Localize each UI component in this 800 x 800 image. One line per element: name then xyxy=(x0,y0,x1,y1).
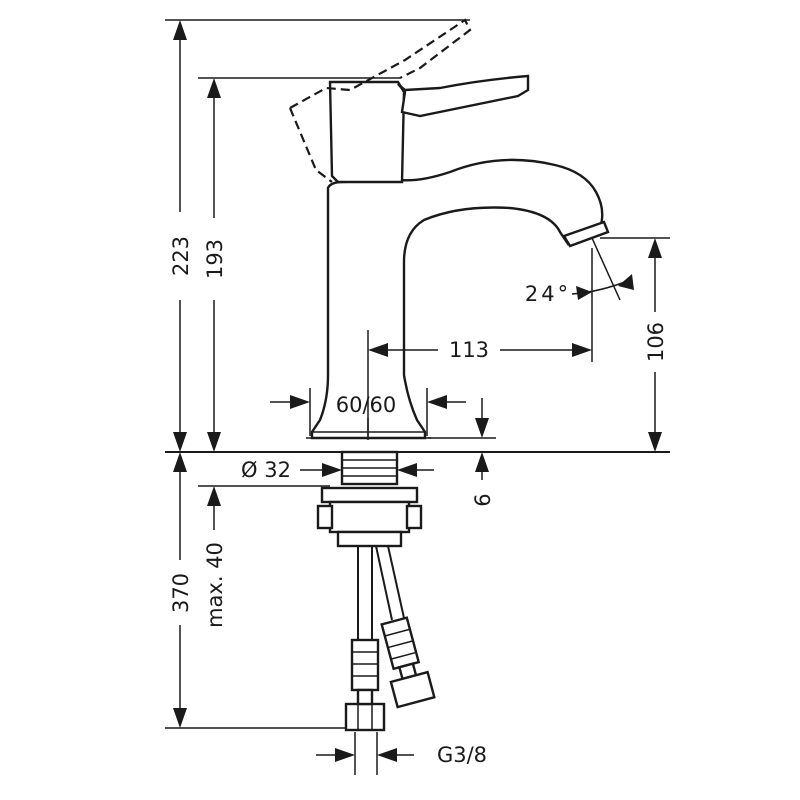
dimension-lines xyxy=(165,19,670,775)
angle-ray xyxy=(591,237,621,301)
hose-crimp-2 xyxy=(380,616,421,671)
nut-wing-left xyxy=(316,504,334,530)
dimension-labels: 223 193 113 24° 106 60/60 Ø 32 6 370 max… xyxy=(169,236,668,767)
label-g3-8: G3/8 xyxy=(437,743,487,767)
arrow-223-top xyxy=(173,20,187,40)
nut-wing-right xyxy=(405,504,423,530)
hex-nut-2 xyxy=(389,670,436,709)
faucet-body xyxy=(288,18,610,440)
label-370: 370 xyxy=(169,573,193,613)
arrow-max40 xyxy=(207,486,221,506)
hose2-left-edge xyxy=(375,545,393,621)
lever-raised-base xyxy=(288,107,333,183)
arrow-6060-left xyxy=(290,395,310,409)
arrow-angle-right xyxy=(618,274,634,290)
arrow-106-bottom xyxy=(648,432,662,452)
mounting-nut xyxy=(328,500,411,534)
arrow-113-right xyxy=(572,343,592,357)
arrow-193-bottom xyxy=(207,432,221,452)
label-113: 113 xyxy=(449,338,489,362)
lever-raised-position xyxy=(289,18,472,109)
label-24-deg: 24° xyxy=(525,282,571,306)
mounting-assembly xyxy=(316,450,436,732)
arrow-370-top xyxy=(173,452,187,472)
arrow-g38-left xyxy=(335,748,355,762)
label-max-40: max. 40 xyxy=(203,542,227,628)
crimp2-ring-b xyxy=(387,640,414,649)
label-106: 106 xyxy=(644,322,668,362)
arrow-370-bottom xyxy=(173,708,187,728)
arrow-angle-left xyxy=(576,286,592,300)
arrow-6-top xyxy=(475,418,489,438)
arrow-32-right xyxy=(397,463,417,477)
arrow-106-top xyxy=(648,238,662,258)
arrow-6-bottom xyxy=(475,452,489,472)
mounting-washer xyxy=(320,486,419,504)
handle-lever xyxy=(397,74,530,118)
aerator-tip xyxy=(562,220,610,248)
hose2-right-edge xyxy=(387,545,405,619)
shank-end xyxy=(336,530,403,548)
arrow-223-bottom xyxy=(173,432,187,452)
label-6: 6 xyxy=(471,493,495,506)
label-223: 223 xyxy=(169,236,193,276)
label-60-60: 60/60 xyxy=(336,393,397,417)
label-diameter-32: Ø 32 xyxy=(241,458,291,482)
handle-block xyxy=(328,80,406,184)
hex1-neck xyxy=(356,688,374,706)
hose-crimp-1 xyxy=(350,638,380,692)
arrow-g38-right xyxy=(377,748,397,762)
arrow-193-top xyxy=(207,78,221,98)
hex-nut-1 xyxy=(344,702,386,732)
arrow-113-left xyxy=(368,343,388,357)
hose-crimp-2-group xyxy=(380,616,436,709)
crimp2-ring-c xyxy=(390,651,417,660)
label-193: 193 xyxy=(203,239,227,279)
faucet-column-and-spout xyxy=(310,158,604,440)
arrow-6060-right xyxy=(427,395,447,409)
arrow-32-left xyxy=(322,463,342,477)
crimp2-ring-a xyxy=(384,628,411,637)
